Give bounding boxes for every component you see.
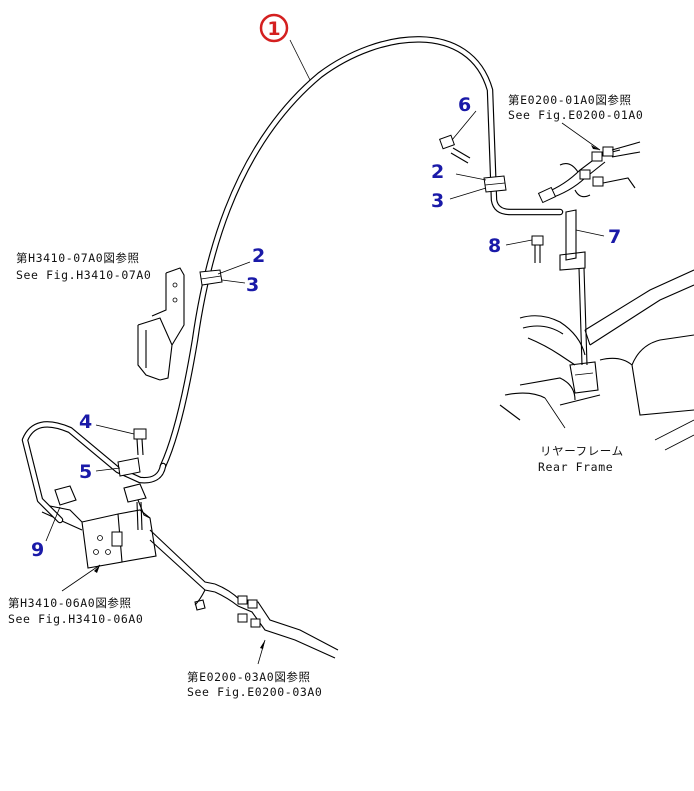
ref-h3410-07a0-jp: 第H3410-07A0図参照 <box>16 251 140 265</box>
callout-3-top: 3 <box>431 190 444 212</box>
rear-frame-label-jp: リヤーフレーム <box>540 444 624 458</box>
ref-h3410-06a0-jp: 第H3410-06A0図参照 <box>8 596 132 610</box>
hose-1 <box>21 36 564 524</box>
rear-frame-label-en: Rear Frame <box>538 460 613 474</box>
leader-lines <box>45 39 605 665</box>
callout-9: 9 <box>31 539 44 561</box>
bolt-6 <box>439 134 471 164</box>
callout-2-top: 2 <box>431 161 444 183</box>
ref-e0200-03a0-jp: 第E0200-03A0図参照 <box>187 670 311 684</box>
ref-h3410-07a0-en: See Fig.H3410-07A0 <box>16 268 151 282</box>
callout-8: 8 <box>488 235 501 257</box>
rear-frame <box>499 269 694 451</box>
right-harness <box>544 141 641 200</box>
lower-assembly <box>41 483 339 659</box>
bracket-7 <box>559 209 588 366</box>
callout-7: 7 <box>608 226 621 248</box>
callout-1-label: 1 <box>267 18 280 40</box>
ref-e0200-01a0-en: See Fig.E0200-01A0 <box>508 108 643 122</box>
highlight-circle <box>259 13 289 43</box>
ref-e0200-03a0-en: See Fig.E0200-03A0 <box>187 685 322 699</box>
callout-5: 5 <box>79 461 92 483</box>
callout-6: 6 <box>458 94 471 116</box>
ref-h3410-06a0-en: See Fig.H3410-06A0 <box>8 612 143 626</box>
callout-2-mid: 2 <box>252 245 265 267</box>
callout-3-mid: 3 <box>246 274 259 296</box>
ref-e0200-01a0-jp: 第E0200-01A0図参照 <box>508 93 632 107</box>
bolt-8 <box>531 235 544 263</box>
bracket-left <box>137 267 185 381</box>
bolt-4 <box>133 428 147 456</box>
callout-4: 4 <box>79 411 92 433</box>
callout-1: 1 <box>259 13 289 43</box>
